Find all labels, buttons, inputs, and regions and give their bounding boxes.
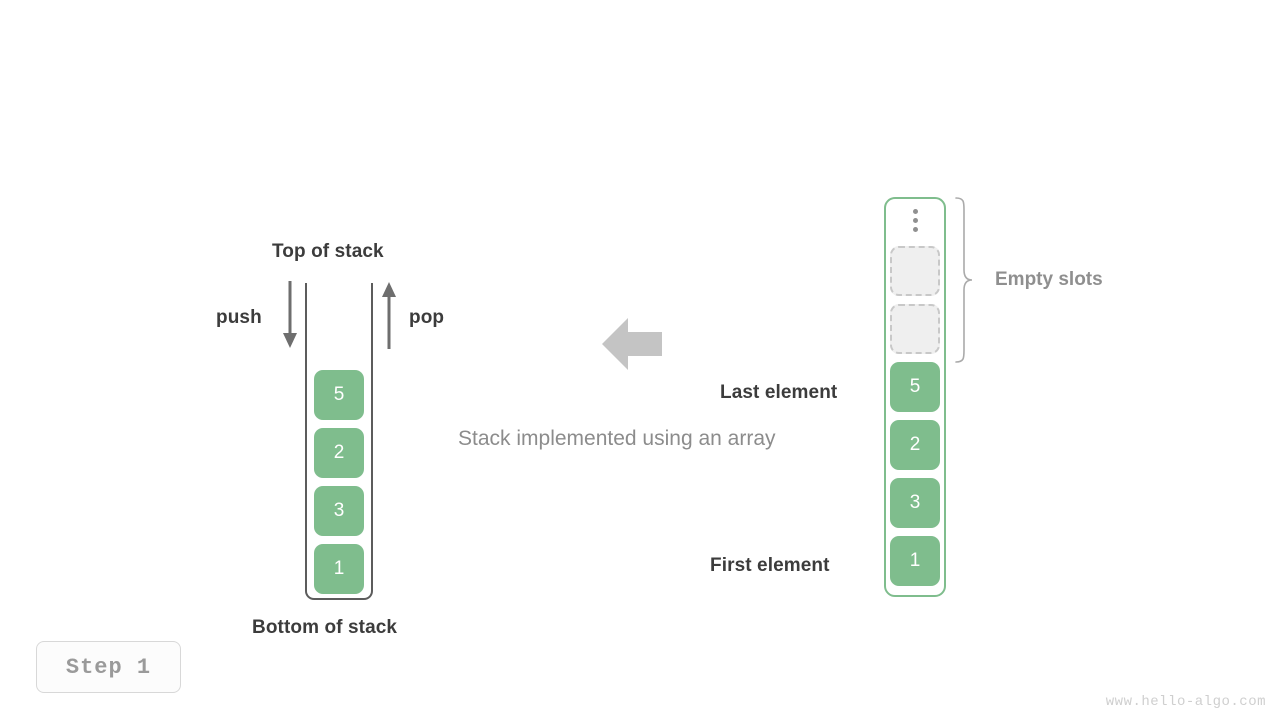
stack-element: 3 bbox=[314, 486, 364, 536]
arrow-left-icon bbox=[602, 318, 662, 370]
watermark: www.hello-algo.com bbox=[1105, 694, 1266, 710]
top-of-stack-label: Top of stack bbox=[272, 241, 384, 262]
arrow-up-icon bbox=[382, 282, 396, 349]
stack-frame bbox=[305, 283, 373, 600]
pop-label: pop bbox=[409, 307, 445, 328]
array-element: 5 bbox=[890, 362, 940, 412]
array-container: 5 2 3 1 bbox=[884, 197, 946, 597]
empty-slots-label: Empty slots bbox=[995, 269, 1103, 290]
array-element: 3 bbox=[890, 478, 940, 528]
array-element: 1 bbox=[890, 536, 940, 586]
first-element-label: First element bbox=[710, 555, 830, 576]
arrow-down-icon bbox=[283, 281, 297, 348]
left-stack-cells: 5 2 3 1 bbox=[314, 370, 364, 594]
empty-slot bbox=[890, 246, 940, 296]
step-badge: Step 1 bbox=[36, 641, 181, 693]
last-element-label: Last element bbox=[720, 382, 838, 403]
stack-element: 1 bbox=[314, 544, 364, 594]
stack-element: 5 bbox=[314, 370, 364, 420]
push-label: push bbox=[216, 307, 262, 328]
array-cells: 5 2 3 1 bbox=[890, 246, 940, 586]
stack-element: 2 bbox=[314, 428, 364, 478]
bottom-of-stack-label: Bottom of stack bbox=[252, 617, 398, 638]
curly-brace-icon bbox=[955, 197, 973, 363]
empty-slot bbox=[890, 304, 940, 354]
left-stack-container: 5 2 3 1 bbox=[305, 283, 373, 600]
diagram-caption: Stack implemented using an array bbox=[458, 427, 776, 450]
array-element: 2 bbox=[890, 420, 940, 470]
vertical-ellipsis-icon bbox=[884, 209, 946, 232]
